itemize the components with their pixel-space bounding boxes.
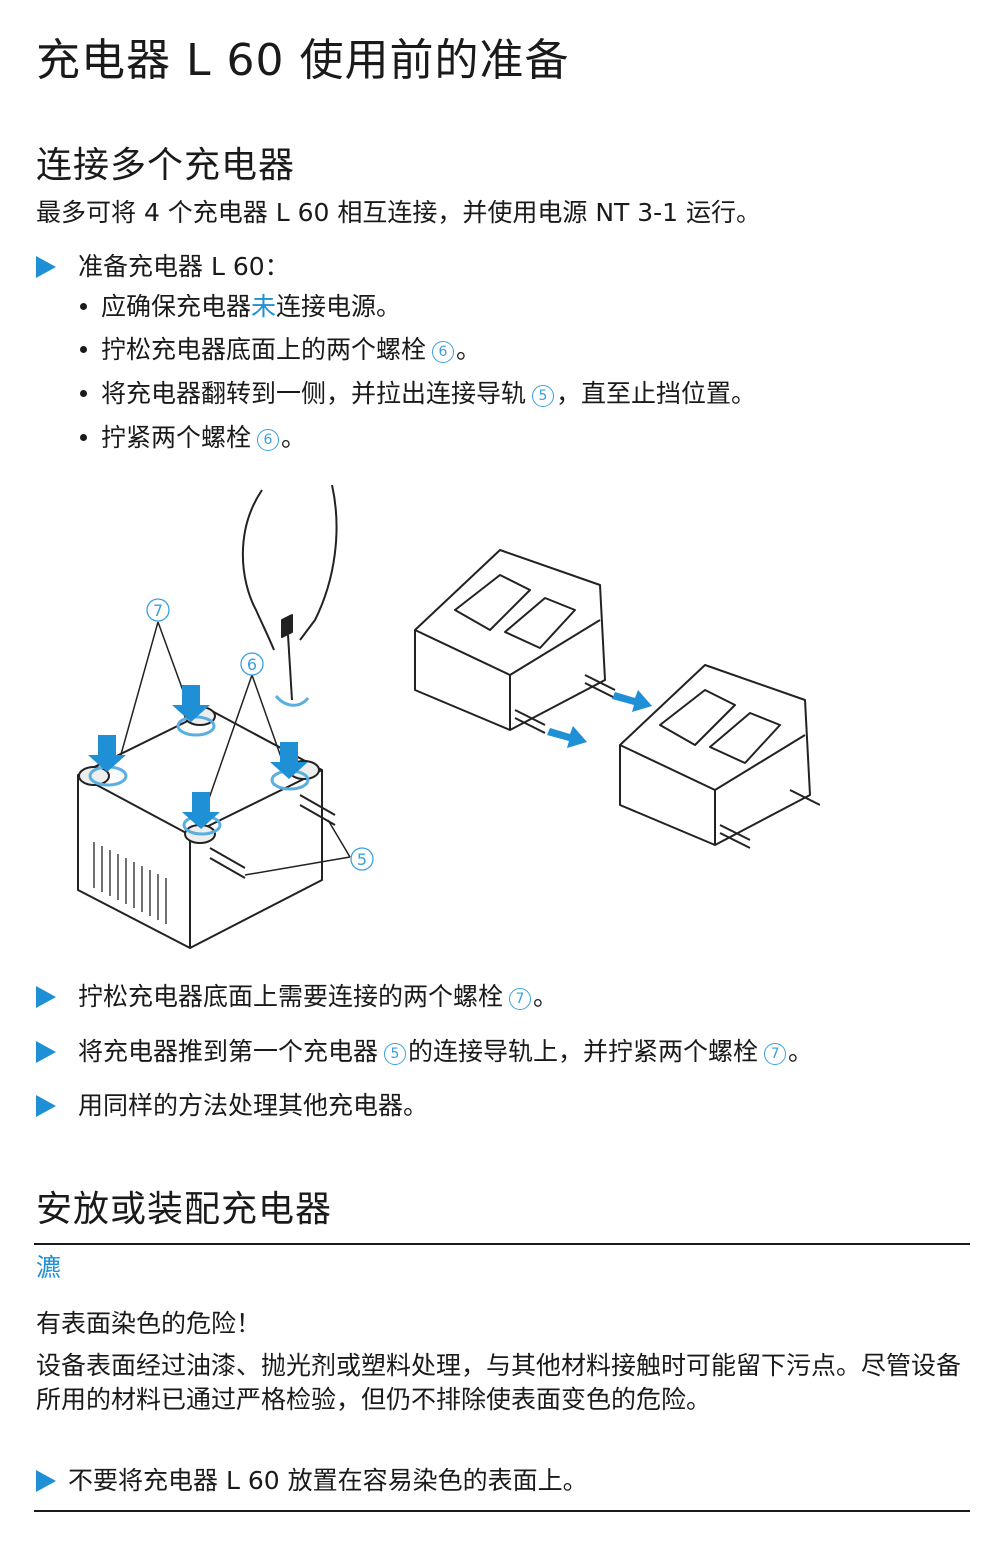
callout-number: 5 [384, 1043, 407, 1065]
bullet-not-connected: 应确保充电器未连接电源。 [80, 290, 401, 324]
step-arrow-icon [36, 1095, 56, 1117]
warning-label: 瀌 [36, 1253, 62, 1282]
callout-number: 6 [432, 341, 455, 363]
page-title: 充电器 L 60 使用前的准备 [36, 35, 570, 86]
bullet-dot-icon [80, 390, 87, 397]
section-heading-connect: 连接多个充电器 [36, 145, 296, 186]
charger-assembly-illustration: 7 6 5 [77, 484, 820, 949]
warning-top-rule [34, 1243, 970, 1245]
callout-5: 5 [357, 850, 367, 869]
warning-bottom-rule [34, 1510, 970, 1512]
warning-title: 有表面染色的危险！ [36, 1309, 262, 1338]
bullet-dot-icon [80, 303, 87, 310]
bullet-dot-icon [80, 434, 87, 441]
warning-text: 设备表面经过油漆、抛光剂或塑料处理，与其他材料接触时可能留下污点。尽管设备所用的… [36, 1351, 962, 1414]
intro-text: 最多可将 4 个充电器 L 60 相互连接，并使用电源 NT 3-1 运行。 [36, 198, 762, 227]
step-arrow-icon [36, 256, 56, 278]
warning-step: 不要将充电器 L 60 放置在容易染色的表面上。 [36, 1464, 588, 1498]
highlight-not: 未 [251, 292, 277, 321]
callout-7: 7 [153, 601, 163, 620]
step-arrow-icon [36, 986, 56, 1008]
callout-number: 6 [257, 429, 280, 451]
section-heading-placement: 安放或装配充电器 [36, 1189, 333, 1230]
callout-number: 7 [509, 988, 532, 1010]
callout-6: 6 [247, 655, 257, 674]
step-arrow-icon [36, 1470, 56, 1492]
step-arrow-icon [36, 1041, 56, 1063]
step-prepare: 准备充电器 L 60： [36, 250, 290, 284]
step-repeat: 用同样的方法处理其他充电器。 [36, 1089, 428, 1123]
callout-number: 7 [764, 1043, 787, 1065]
bullet-dot-icon [80, 346, 87, 353]
callout-number: 5 [532, 385, 555, 407]
